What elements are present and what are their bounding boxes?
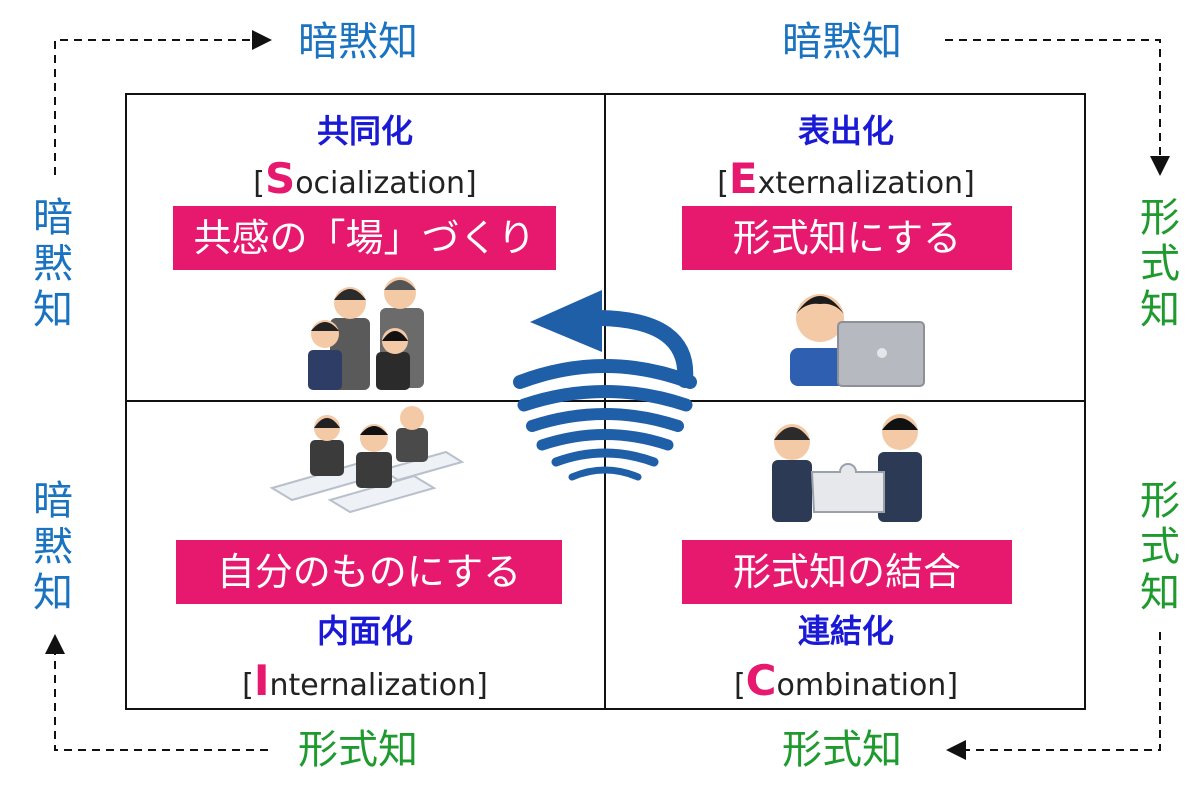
edge-label-left-bottom: 暗黙知	[33, 478, 73, 616]
arrow-bottom-left	[45, 634, 268, 751]
arrow-top-left	[54, 30, 272, 175]
edge-label-top-left: 暗黙知	[298, 19, 418, 65]
externalization-banner: 形式知にする	[682, 206, 1012, 270]
edge-label-bottom-right: 形式知	[782, 727, 902, 773]
edge-label-right-top: 形式知	[1140, 195, 1180, 333]
combination-english: [Combination]	[733, 656, 959, 705]
socialization-title: 共同化	[316, 112, 413, 150]
classroom-illustration	[269, 406, 465, 514]
externalization-title: 表出化	[797, 112, 894, 150]
externalization-english: [Externalization]	[717, 154, 975, 203]
internalization-title: 内面化	[316, 612, 413, 650]
people-group-illustration	[308, 277, 424, 390]
internalization-banner: 自分のものにする	[176, 540, 562, 604]
arrow-top-right	[945, 39, 1170, 176]
combination-banner: 形式知の結合	[682, 540, 1012, 604]
edge-label-right-bottom: 形式知	[1140, 478, 1180, 616]
combination-title: 連結化	[797, 612, 894, 650]
grid-horizontal-divider	[125, 400, 1086, 402]
edge-label-top-right: 暗黙知	[782, 19, 902, 65]
edge-label-bottom-left: 形式知	[298, 727, 418, 773]
puzzle-partners-illustration	[772, 414, 922, 522]
internalization-english: [Internalization]	[242, 656, 488, 705]
edge-label-left-top: 暗黙知	[33, 195, 73, 333]
arrow-bottom-right	[946, 632, 1161, 760]
socialization-banner: 共感の「場」づくり	[173, 206, 556, 270]
socialization-english: [Socialization]	[253, 154, 477, 203]
laptop-worker-illustration	[790, 294, 925, 387]
